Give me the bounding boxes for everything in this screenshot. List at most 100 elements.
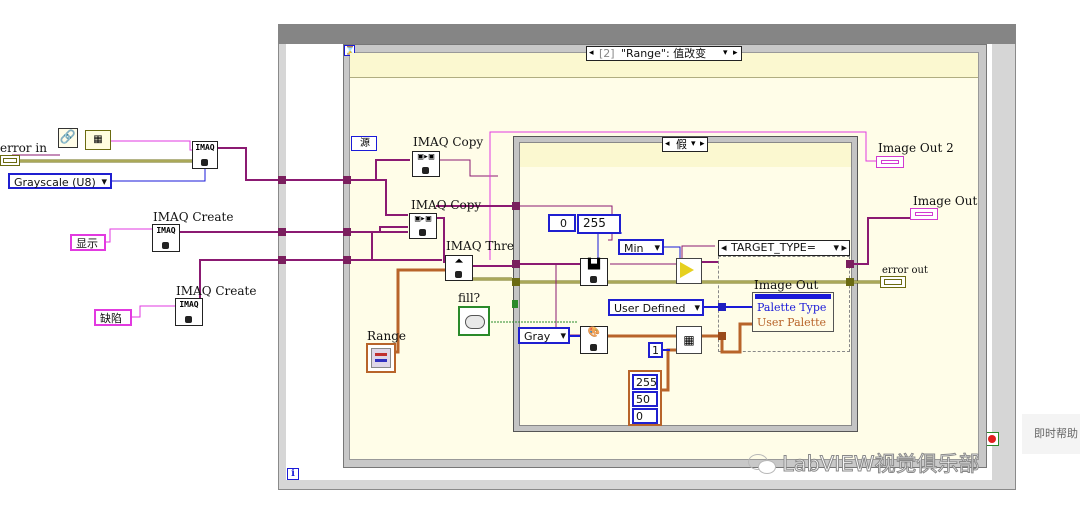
tunnel bbox=[512, 202, 520, 210]
image-type-enum[interactable]: Grayscale (U8) ▾ bbox=[8, 173, 112, 189]
histogram-icon: ▙▟ bbox=[587, 259, 601, 270]
case-next-arrow[interactable]: ▸ bbox=[700, 139, 705, 149]
image-out-2-indicator[interactable] bbox=[876, 156, 904, 168]
tunnel bbox=[718, 332, 726, 340]
dropdown-arrow-icon: ▾ bbox=[654, 241, 660, 254]
error-out-indicator[interactable] bbox=[880, 276, 906, 288]
threshold-icon: ⏶ bbox=[455, 256, 463, 267]
case-selector[interactable]: ◂ 假 ▾ ▸ bbox=[662, 137, 708, 152]
select-node-icon[interactable] bbox=[676, 258, 702, 284]
imaq-copy-vi-1[interactable]: ▣▸▣ bbox=[412, 151, 440, 177]
imaq-create-vi-0[interactable]: IMAQ bbox=[192, 141, 218, 169]
fill-boolean-terminal[interactable] bbox=[458, 306, 490, 336]
palette-type-enum[interactable]: User Defined ▾ bbox=[608, 299, 704, 316]
tunnel bbox=[278, 176, 286, 184]
tunnel bbox=[278, 256, 286, 264]
image-wire bbox=[520, 263, 580, 336]
palette-type-property[interactable]: Palette Type bbox=[757, 301, 827, 314]
target-prev-arrow[interactable]: ◂ bbox=[721, 241, 727, 254]
image-out-indicator[interactable] bbox=[910, 208, 938, 220]
image-wire bbox=[131, 305, 175, 318]
user-palette-property[interactable]: User Palette bbox=[757, 316, 827, 329]
range-label: Range bbox=[367, 329, 406, 343]
rgb-green-const[interactable]: 50 bbox=[632, 391, 658, 407]
image-name-const-defect[interactable]: 缺陷 bbox=[94, 309, 132, 326]
wechat-icon bbox=[748, 452, 776, 474]
vi-tag: IMAQ bbox=[195, 143, 215, 152]
image-name-const-display[interactable]: 显示 bbox=[70, 234, 106, 251]
error-in-terminal[interactable] bbox=[0, 155, 20, 166]
palette-type-value: User Defined bbox=[614, 302, 686, 315]
copy-icon: ▣▸▣ bbox=[417, 152, 435, 162]
rgb-red-const[interactable]: 255 bbox=[632, 374, 658, 390]
image-wire bbox=[103, 228, 152, 243]
event-prev-arrow[interactable]: ◂ bbox=[589, 48, 594, 58]
imaq-create-vi-2[interactable]: IMAQ bbox=[175, 298, 203, 326]
imaq-copy-vi-2[interactable]: ▣▸▣ bbox=[409, 213, 437, 239]
tunnel bbox=[343, 176, 351, 184]
event-selector[interactable]: ◂ [2] "Range": 值改变 ▾ ▸ bbox=[586, 46, 742, 61]
imaq-threshold-vi[interactable]: ⏶ bbox=[445, 255, 473, 281]
imaq-threshold-label: IMAQ Thre bbox=[446, 239, 514, 253]
min-mode-value: Min bbox=[624, 242, 644, 255]
loop-iteration-terminal[interactable]: i bbox=[287, 468, 299, 480]
fill-label: fill? bbox=[458, 291, 481, 305]
event-timeout-terminal[interactable]: ⌛ bbox=[344, 45, 355, 56]
vi-tag: IMAQ bbox=[156, 226, 176, 235]
event-next-arrow[interactable]: ▸ bbox=[733, 48, 738, 58]
image-wire bbox=[350, 226, 408, 233]
target-type-selector[interactable]: ◂ TARGET_TYPE= ▾ ▸ bbox=[718, 240, 850, 256]
image-wire bbox=[610, 245, 715, 265]
imaq-create-1-label: IMAQ Create bbox=[153, 210, 234, 224]
tunnel bbox=[718, 303, 726, 311]
histogram-vi[interactable]: ▙▟ bbox=[580, 258, 608, 286]
image-wire bbox=[438, 159, 498, 177]
error-out-label: error out bbox=[882, 265, 928, 276]
tunnel bbox=[846, 278, 854, 286]
index-one-const[interactable]: 1 bbox=[648, 342, 663, 358]
tunnel bbox=[846, 260, 854, 268]
case-prev-arrow[interactable]: ◂ bbox=[665, 139, 670, 149]
range-cluster-terminal[interactable] bbox=[366, 343, 396, 373]
image-wire bbox=[852, 217, 912, 265]
event-source-node: 源 bbox=[351, 136, 377, 151]
target-dropdown-arrow[interactable]: ▾ bbox=[833, 241, 839, 254]
source-label: 源 bbox=[360, 138, 370, 149]
image-wire bbox=[350, 179, 408, 216]
rgb-cluster-const[interactable]: 255 50 0 bbox=[628, 370, 662, 426]
gray-value: Gray bbox=[524, 330, 551, 343]
side-help-text[interactable]: 即时帮助 bbox=[1034, 427, 1078, 440]
image-wire bbox=[350, 159, 410, 181]
side-panel bbox=[1022, 414, 1080, 454]
error-in-label: error in bbox=[0, 141, 47, 155]
enum-wire bbox=[663, 246, 681, 262]
imaq-create-vi-1[interactable]: IMAQ bbox=[152, 224, 180, 252]
property-node-header: Image Out bbox=[754, 278, 819, 292]
palette-vi[interactable]: 🎨 bbox=[580, 326, 608, 354]
link-icon[interactable]: 🔗 bbox=[58, 128, 78, 148]
case-structure-inner bbox=[519, 142, 852, 426]
image-wire bbox=[111, 140, 196, 151]
gray-enum[interactable]: Gray ▾ bbox=[518, 327, 570, 344]
event-dropdown-arrow[interactable]: ▾ bbox=[723, 48, 728, 58]
bundle-node-icon[interactable]: ▦ bbox=[85, 130, 111, 150]
image-wire bbox=[216, 147, 343, 181]
imaq-create-2-label: IMAQ Create bbox=[176, 284, 257, 298]
tunnel bbox=[512, 260, 520, 268]
min-mode-enum[interactable]: Min ▾ bbox=[618, 239, 664, 255]
imaq-copy-2-label: IMAQ Copy bbox=[411, 198, 482, 212]
index-const[interactable]: 0 bbox=[548, 214, 576, 232]
max-value-const[interactable]: 255 bbox=[577, 214, 621, 234]
imaq-copy-1-label: IMAQ Copy bbox=[413, 135, 484, 149]
property-node[interactable]: Palette Type User Palette bbox=[752, 292, 834, 332]
cluster-wire bbox=[702, 322, 752, 354]
rgb-blue-const[interactable]: 0 bbox=[632, 408, 658, 424]
image-wire bbox=[199, 259, 343, 305]
target-next-arrow[interactable]: ▸ bbox=[841, 241, 847, 254]
watermark-text: LabVIEW视觉俱乐部 bbox=[782, 452, 980, 477]
case-selector-value: 假 bbox=[676, 138, 687, 151]
boolean-tunnel bbox=[512, 300, 518, 308]
case-dropdown-arrow[interactable]: ▾ bbox=[691, 139, 696, 149]
enum-wire bbox=[110, 168, 206, 182]
replace-array-subset-node[interactable]: ▦ bbox=[676, 326, 702, 354]
